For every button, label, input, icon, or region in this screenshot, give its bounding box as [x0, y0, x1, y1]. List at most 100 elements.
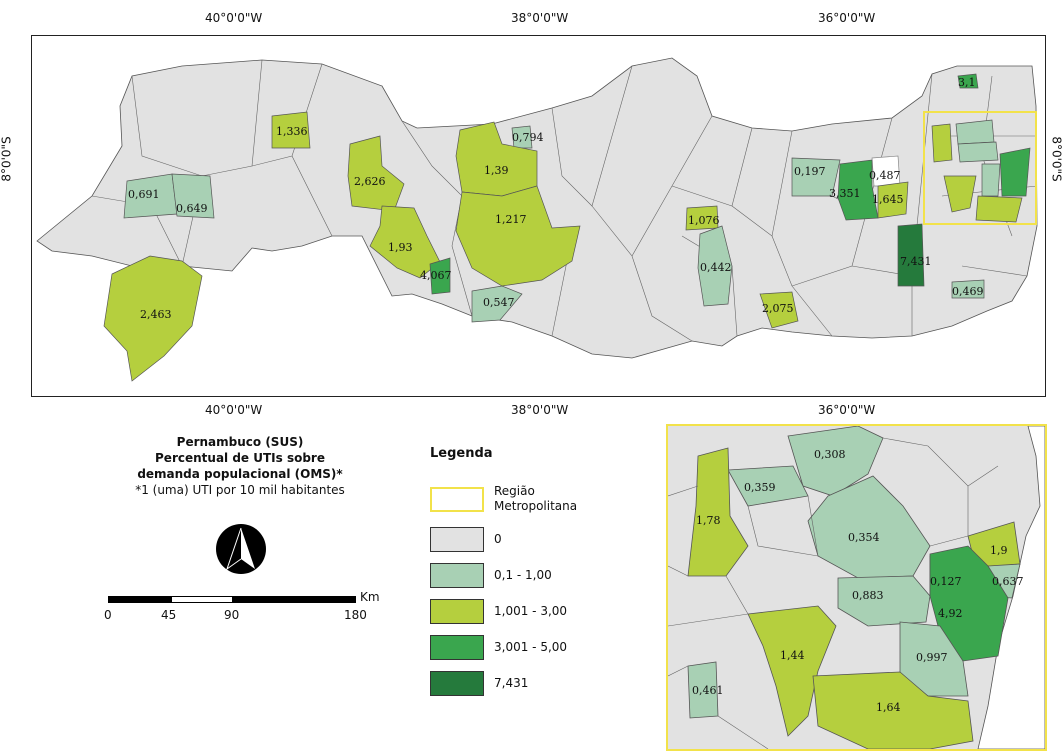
legend-swatch-low: [430, 562, 484, 588]
coord-bottom-36w: 36°0'0"W: [818, 403, 876, 417]
mun-1217: [455, 185, 581, 287]
legend-label-metro-1: Região: [494, 484, 535, 498]
label-139: 1,39: [484, 164, 509, 177]
coord-top-40w: 40°0'0"W: [205, 11, 263, 25]
legend-swatch-top: [430, 670, 484, 696]
inset-label-19: 1,9: [990, 544, 1008, 557]
scale-seg-2: [171, 596, 233, 603]
inset-label-0461: 0,461: [692, 684, 724, 697]
mun-31: [957, 73, 979, 89]
inset-label-0637: 0,637: [992, 575, 1024, 588]
scale-unit: Km: [360, 590, 380, 604]
label-0487: 0,487: [869, 169, 901, 182]
legend-item-mid: 1,001 - 3,00: [430, 593, 577, 629]
legend-item-metro: Região Metropolitana: [430, 477, 577, 521]
map-labels: 1,336 0,794 1,39 2,626 0,691 0,649 1,93 …: [128, 76, 984, 321]
inset-label-0127: 0,127: [930, 575, 962, 588]
label-0469: 0,469: [952, 285, 984, 298]
inset-label-178: 1,78: [696, 514, 721, 527]
mun-0649: [171, 173, 215, 219]
legend-label-metro-2: Metropolitana: [494, 499, 578, 513]
label-0442: 0,442: [700, 261, 732, 274]
legend-swatch-metro: [430, 486, 484, 512]
legend-label-high: 3,001 - 5,00: [494, 639, 568, 654]
map-title-block: Pernambuco (SUS) Percentual de UTIs sobr…: [90, 434, 390, 498]
scale-tick-45: 45: [161, 608, 177, 622]
label-7431: 7,431: [900, 255, 932, 268]
label-193: 1,93: [388, 241, 413, 254]
label-2075: 2,075: [762, 302, 794, 315]
mun-7431: [897, 223, 925, 287]
label-1076: 1,076: [688, 214, 720, 227]
inset-borders: [668, 437, 999, 749]
coord-bottom-40w: 40°0'0"W: [205, 403, 263, 417]
inset-mun-492: [929, 545, 1009, 662]
mun-2075: [759, 291, 799, 329]
metro-mun-c: [957, 141, 999, 163]
legend-item-low: 0,1 - 1,00: [430, 557, 577, 593]
legend-label-zero: 0: [494, 531, 502, 546]
label-0794: 0,794: [512, 131, 544, 144]
mun-0442: [697, 225, 733, 307]
scale-tick-180: 180: [344, 608, 367, 622]
metro-region-box: [923, 111, 1037, 225]
inset-label-0883: 0,883: [852, 589, 884, 602]
metro-mun-f: [943, 175, 977, 213]
label-0197: 0,197: [794, 165, 826, 178]
map-title-line2: Percentual de UTIs sobre: [155, 451, 325, 465]
label-4067: 4,067: [420, 269, 452, 282]
mun-0469: [951, 279, 985, 299]
inset-label-164: 1,64: [876, 701, 901, 714]
inset-mun-178: [687, 447, 749, 577]
label-3351: 3,351: [829, 187, 861, 200]
scale-seg-1: [108, 596, 171, 603]
label-2626: 2,626: [354, 175, 386, 188]
label-1217: 1,217: [495, 213, 527, 226]
metro-mun-e: [981, 163, 1001, 197]
label-1336: 1,336: [276, 125, 308, 138]
map-title-line3: demanda populacional (OMS)*: [137, 467, 343, 481]
inset-label-0997: 0,997: [916, 651, 948, 664]
metro-mun-d: [999, 147, 1031, 197]
mun-1336: [271, 111, 311, 149]
legend-label-low: 0,1 - 1,00: [494, 567, 552, 582]
legend-label-mid: 1,001 - 3,00: [494, 603, 568, 618]
label-0649: 0,649: [176, 202, 208, 215]
coord-bottom-38w: 38°0'0"W: [511, 403, 569, 417]
main-map: 1,336 0,794 1,39 2,626 0,691 0,649 1,93 …: [31, 35, 1046, 397]
inset-mun-144: [747, 605, 837, 737]
inset-mun-0883: [837, 575, 931, 627]
north-arrow-icon: [216, 524, 266, 574]
label-1645: 1,645: [872, 193, 904, 206]
inset-map: 0,308 0,359 1,78 0,354 1,9 0,127 0,637 0…: [666, 424, 1047, 751]
map-title-line1: Pernambuco (SUS): [176, 435, 304, 449]
inset-label-0354: 0,354: [848, 531, 880, 544]
label-0691: 0,691: [128, 188, 160, 201]
mun-193: [369, 205, 441, 279]
mun-2463: [103, 255, 203, 382]
scale-tick-0: 0: [104, 608, 112, 622]
legend-item-top: 7,431: [430, 665, 577, 701]
legend: Legenda Região Metropolitana 0 0,1 - 1,0…: [430, 446, 577, 701]
scale-seg-3: [233, 596, 356, 603]
legend-item-high: 3,001 - 5,00: [430, 629, 577, 665]
coord-top-36w: 36°0'0"W: [818, 11, 876, 25]
inset-labels: 0,308 0,359 1,78 0,354 1,9 0,127 0,637 0…: [692, 448, 1024, 714]
colored-municipalities: [103, 73, 1031, 382]
inset-mun-164: [812, 671, 974, 749]
legend-swatch-zero: [430, 526, 484, 552]
legend-swatch-mid: [430, 598, 484, 624]
label-31: 3,1: [958, 76, 976, 89]
mun-1645: [877, 181, 909, 219]
label-0547: 0,547: [483, 296, 515, 309]
mun-0794: [511, 125, 533, 149]
map-title-note: *1 (uma) UTI por 10 mil habitantes: [135, 483, 345, 497]
metro-mun-a: [931, 123, 953, 163]
coord-left-8s: 8°0'0"S: [0, 136, 14, 182]
mun-0197: [791, 157, 841, 197]
main-map-svg: 1,336 0,794 1,39 2,626 0,691 0,649 1,93 …: [36, 57, 1038, 382]
legend-label-top: 7,431: [494, 675, 529, 690]
mun-0547: [471, 285, 523, 323]
metro-mun-b: [955, 119, 995, 145]
coord-top-38w: 38°0'0"W: [511, 11, 569, 25]
